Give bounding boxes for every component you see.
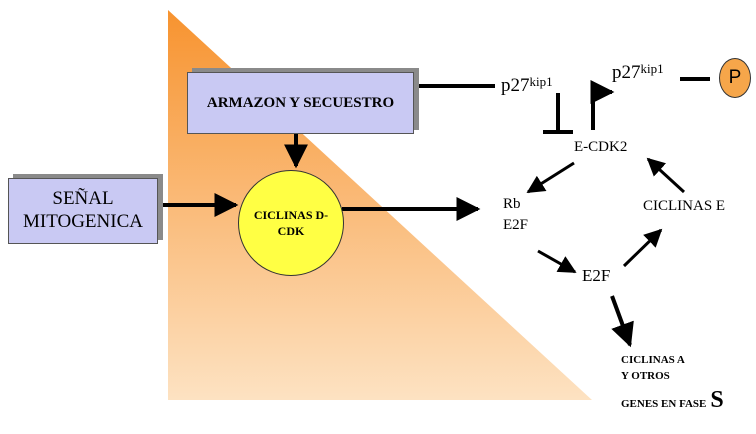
- senal-mitogenica-box: SEÑAL MITOGENICA: [8, 178, 158, 244]
- armazon-box: ARMAZON Y SECUESTRO: [187, 72, 414, 134]
- e2f-to-genes-arrow: [610, 295, 634, 348]
- p27-right-sup: kip1: [640, 61, 664, 76]
- phase-s-label: S: [710, 387, 724, 413]
- e2f-to-ciclinas-e-arrow: [622, 228, 663, 268]
- p27-left-node: p27kip1: [501, 75, 553, 95]
- p27-right-node: p27kip1: [612, 62, 664, 82]
- output-line2: Y OTROS: [621, 370, 670, 382]
- ciclinas-e-label: CICLINAS E: [643, 198, 726, 214]
- e2f-label: E2F: [582, 266, 611, 285]
- ecdk2-label: E-CDK2: [574, 139, 628, 155]
- ciclinas-d-cdk-node: CICLINAS D- CDK: [238, 170, 344, 276]
- ecdk2-to-p27-arrow: [590, 80, 615, 130]
- genes-en-fase-label: GENES EN FASE: [621, 398, 707, 410]
- senal-label: SEÑAL: [52, 188, 114, 210]
- ciclinas-d-label: CICLINAS D-: [253, 207, 329, 222]
- p27-right-label: p27: [612, 62, 641, 83]
- ciclinas-e-to-ecdk2-arrow: [646, 157, 686, 194]
- rb-label: Rb: [503, 196, 521, 212]
- p27-left-sup: kip1: [529, 74, 553, 89]
- ecdk2-to-rb-arrow: [526, 161, 575, 194]
- rb-e2f-label: E2F: [503, 217, 529, 233]
- output-line1: CICLINAS A: [621, 354, 685, 366]
- rb-to-e2f-arrow: [537, 249, 577, 274]
- p27-left-label: p27: [501, 75, 530, 96]
- armazon-label: ARMAZON Y SECUESTRO: [206, 94, 395, 111]
- phosphate-node: P: [719, 58, 751, 98]
- phosphate-label: P: [728, 67, 742, 88]
- mitogenica-label: MITOGENICA: [23, 211, 143, 232]
- cdk-label: CDK: [277, 224, 305, 238]
- output-line3: GENES EN FASE S: [621, 388, 724, 412]
